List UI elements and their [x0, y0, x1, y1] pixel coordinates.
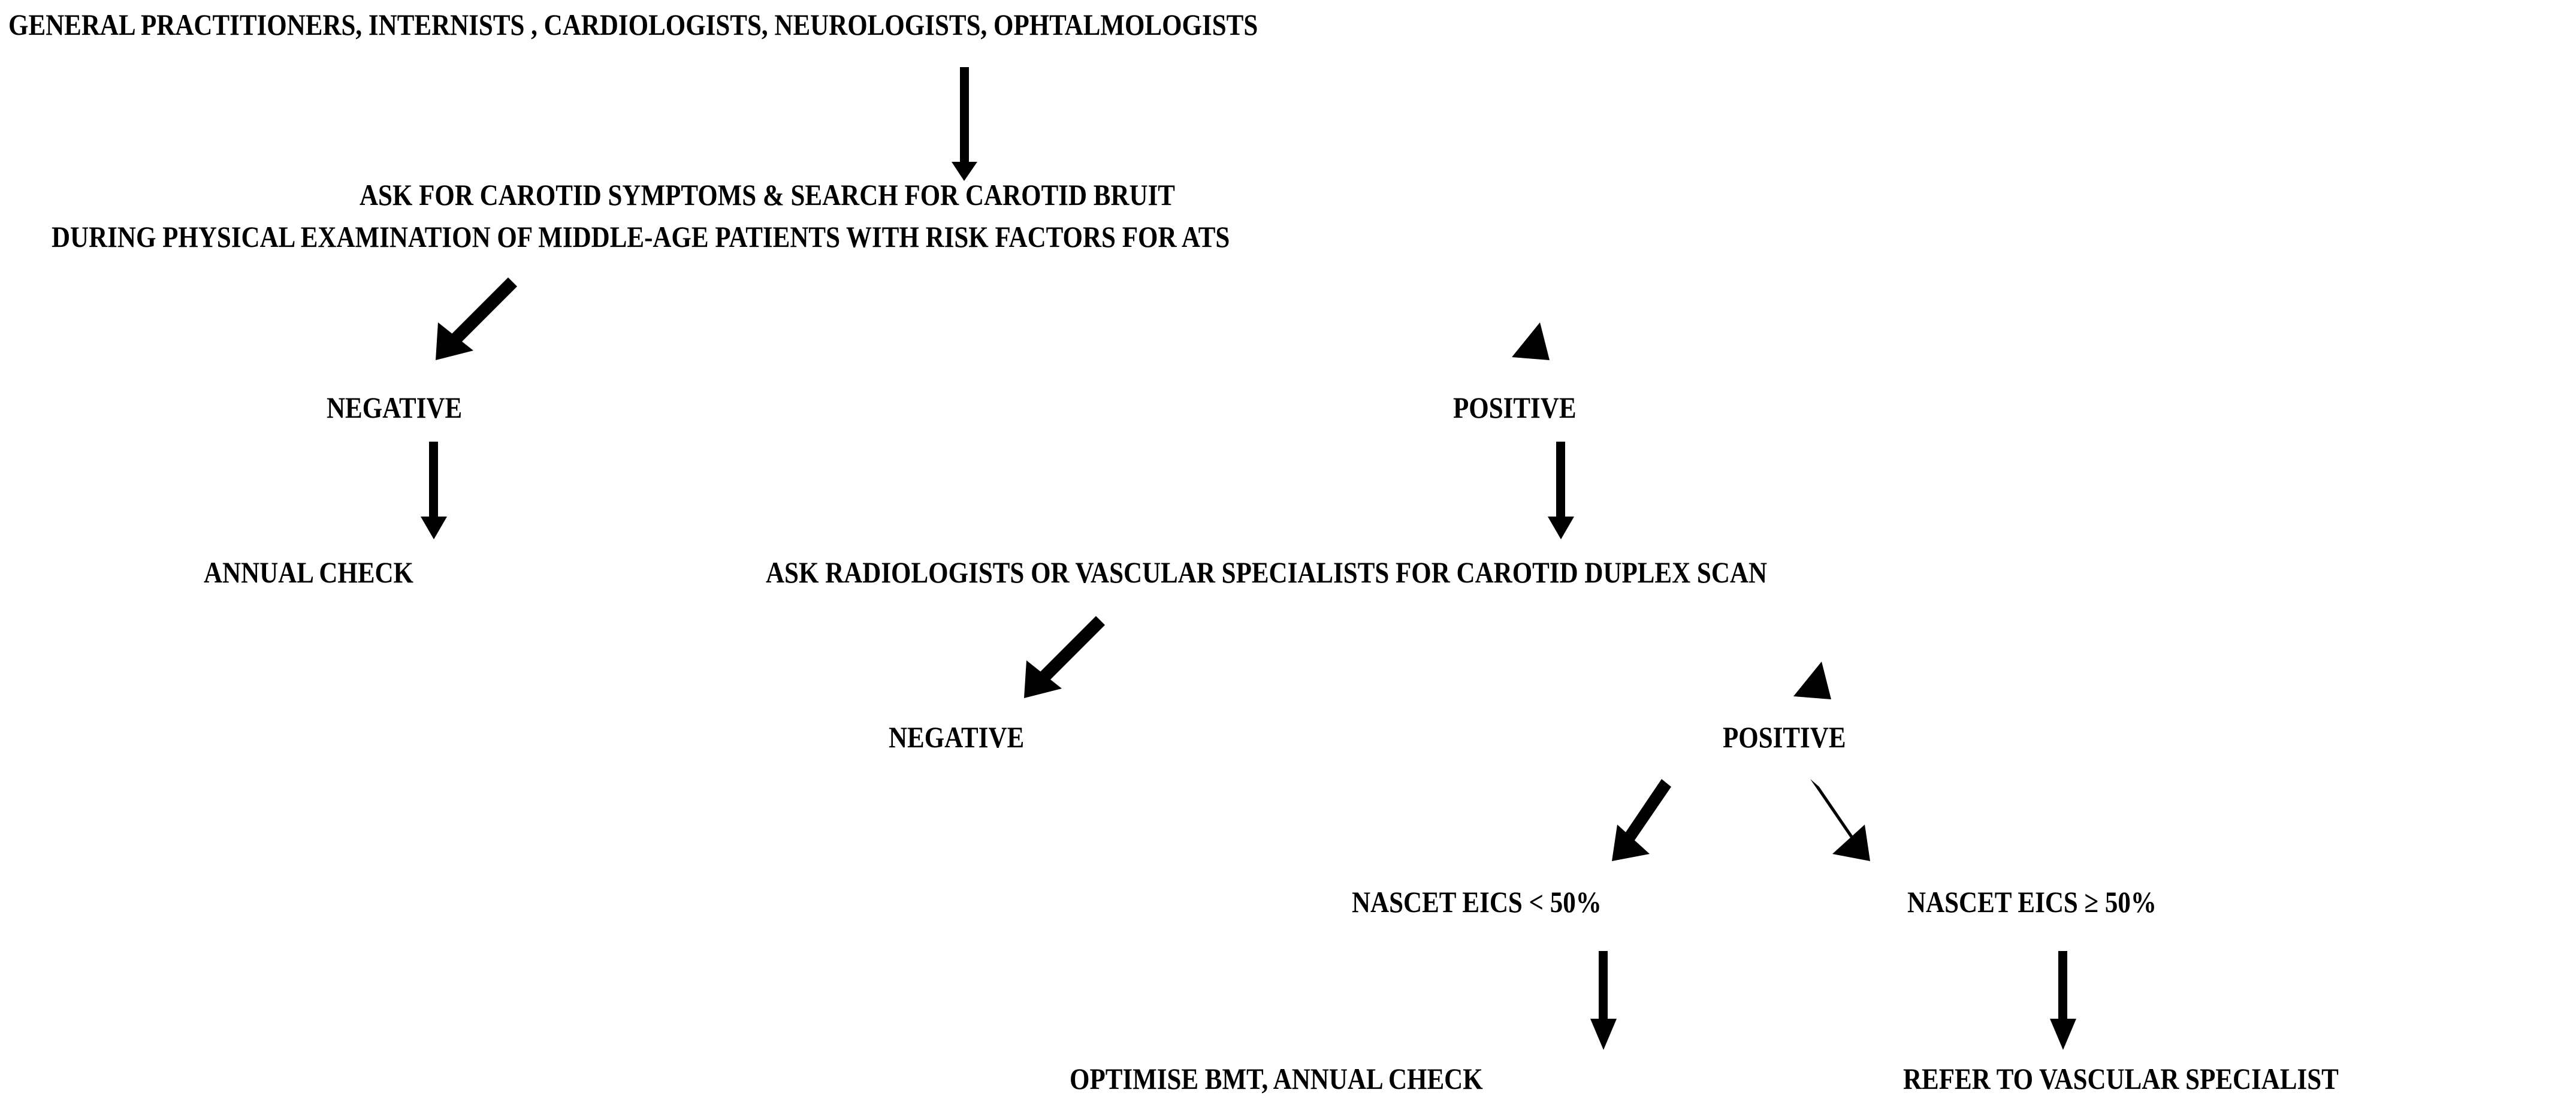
edge-positive-to-duplex [1548, 442, 1574, 539]
node-annual-check-label: ANNUAL CHECK [204, 556, 414, 589]
node-refer-specialist-label: REFER TO VASCULAR SPECIALIST [1903, 1062, 2339, 1095]
edge-duplex-to-positive [1750, 617, 1831, 699]
node-ask-radiologists-label: ASK RADIOLOGISTS OR VASCULAR SPECIALISTS… [766, 556, 1768, 589]
edge-ask-to-positive [1468, 277, 1550, 360]
edge-low-to-bmt [1590, 951, 1617, 1050]
node-exam-positive-label: POSITIVE [1453, 391, 1577, 424]
node-nascet-low: NASCET EICS < 50% [1352, 887, 1642, 917]
node-optimise-bmt: OPTIMISE BMT, ANNUAL CHECK [1070, 1064, 1550, 1094]
node-ask-carotid-symptoms-line1: ASK FOR CAROTID SYMPTOMS & SEARCH FOR CA… [360, 180, 1308, 210]
node-ask-line1-label: ASK FOR CAROTID SYMPTOMS & SEARCH FOR CA… [360, 178, 1175, 212]
node-ask-carotid-symptoms-line2: DURING PHYSICAL EXAMINATION OF MIDDLE-AG… [52, 222, 1421, 252]
node-root-label: GENERAL PRACTITIONERS, INTERNISTS , CARD… [8, 8, 1258, 41]
node-refer-specialist: REFER TO VASCULAR SPECIALIST [1903, 1064, 2409, 1094]
edge-negative-to-annual [421, 442, 447, 539]
node-exam-positive: POSITIVE [1453, 393, 1596, 422]
node-exam-negative: NEGATIVE [327, 393, 484, 422]
node-scan-positive-label: POSITIVE [1723, 720, 1846, 754]
node-optimise-bmt-label: OPTIMISE BMT, ANNUAL CHECK [1070, 1062, 1483, 1095]
node-ask-radiologists: ASK RADIOLOGISTS OR VASCULAR SPECIALISTS… [766, 557, 1930, 587]
node-nascet-high-label: NASCET EICS ≥ 50% [1907, 885, 2157, 919]
node-scan-negative: NEGATIVE [889, 722, 1046, 752]
node-ask-line2-label: DURING PHYSICAL EXAMINATION OF MIDDLE-AG… [52, 220, 1230, 253]
node-exam-negative-label: NEGATIVE [327, 391, 463, 424]
node-nascet-low-label: NASCET EICS < 50% [1352, 885, 1602, 919]
node-annual-check: ANNUAL CHECK [204, 557, 448, 587]
edge-positive-to-nascet-low [1612, 779, 1671, 861]
node-scan-negative-label: NEGATIVE [889, 720, 1025, 754]
node-root: GENERAL PRACTITIONERS, INTERNISTS , CARD… [8, 10, 1461, 40]
edge-ask-to-negative [436, 277, 517, 360]
node-scan-positive: POSITIVE [1723, 722, 1866, 752]
node-nascet-high: NASCET EICS ≥ 50% [1907, 887, 2197, 917]
edge-positive-to-nascet-high [1810, 779, 1870, 861]
edge-duplex-to-negative [1024, 616, 1105, 698]
edge-root-to-ask [952, 67, 977, 181]
edge-high-to-refer [2050, 951, 2076, 1050]
